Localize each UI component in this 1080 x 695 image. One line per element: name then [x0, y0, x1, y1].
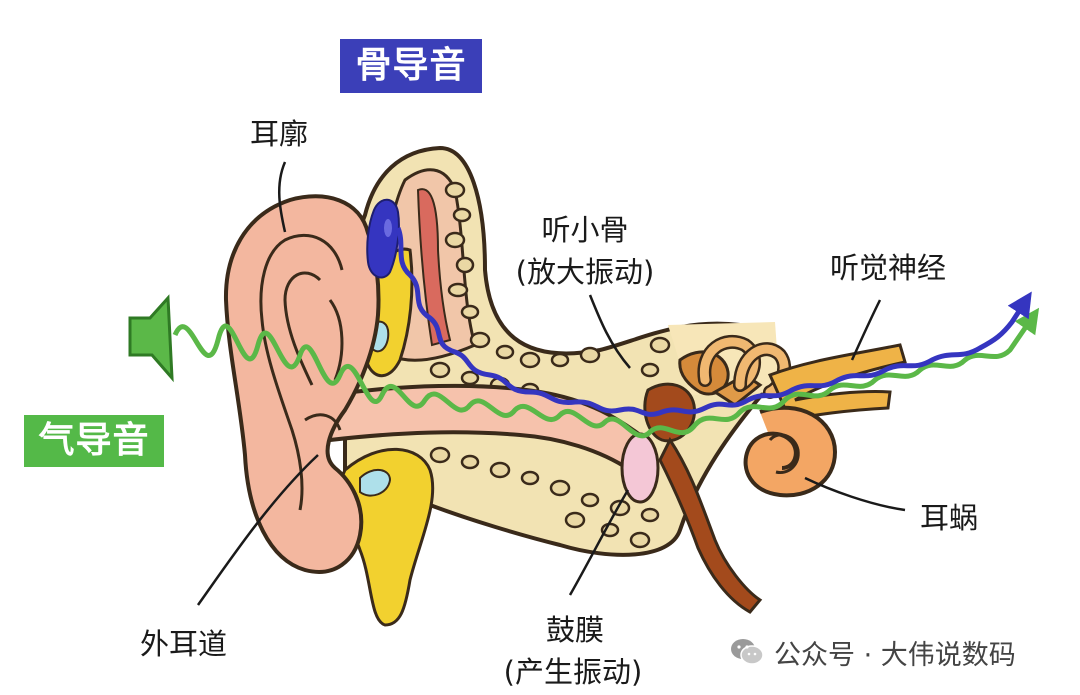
eustachian-tube — [658, 437, 763, 614]
bone-conduction-tag: 骨导音 — [340, 39, 482, 93]
label-eardrum: 鼓膜 — [545, 613, 604, 647]
watermark-text: 公众号 · 大伟说数码 — [774, 639, 1016, 671]
watermark: 公众号 · 大伟说数码 — [730, 632, 1016, 672]
label-ossicles: 听小骨 — [541, 213, 629, 247]
wechat-icon — [731, 639, 764, 665]
auricle-shape — [223, 194, 381, 574]
auditory-nerve-shape — [767, 343, 907, 422]
air-conduction-tag-text: 气导音 — [38, 420, 150, 461]
label-auditory-nerve: 听觉神经 — [830, 251, 947, 285]
label-ossicles-note: (放大振动) — [515, 255, 655, 289]
bone-conduction-pad-icon — [366, 198, 400, 279]
air-conduction-wave — [172, 307, 1040, 439]
bone-conduction-wave — [395, 227, 1032, 417]
cochlea-shape — [743, 405, 838, 498]
leader-lines — [196, 161, 906, 606]
leader-cochlea — [804, 476, 906, 512]
label-auricle: 耳廓 — [250, 117, 309, 151]
bone-conduction-tag-text: 骨导音 — [355, 45, 467, 86]
leader-eardrum — [568, 489, 630, 596]
leader-auricle — [277, 161, 287, 233]
label-eardrum-note: (产生振动) — [503, 655, 643, 689]
leader-ossicles — [588, 294, 631, 369]
leader-auditory-nerve — [850, 299, 882, 361]
air-conduction-tag: 气导音 — [24, 415, 164, 467]
label-ear-canal: 外耳道 — [140, 627, 228, 661]
semicircular-canals — [697, 334, 792, 399]
label-cochlea: 耳蜗 — [920, 501, 979, 535]
speaker-icon — [128, 294, 174, 383]
leader-ear-canal — [196, 454, 319, 606]
